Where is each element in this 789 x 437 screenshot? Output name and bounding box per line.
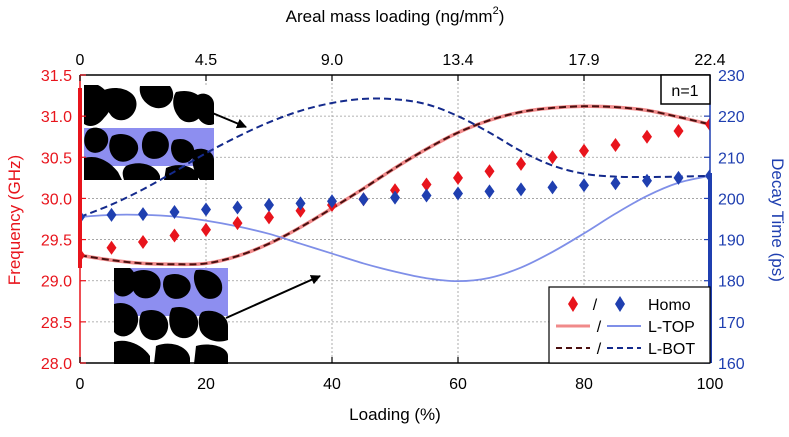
inset-arrow-top [209,111,247,129]
decay-homo-point [516,182,526,197]
legend-row1-separator: / [593,297,598,314]
y-right-tick-label: 180 [718,274,745,291]
sample-count-annotation: n=1 [660,74,711,105]
decay-homo-point [484,184,495,199]
frequency-homo-point [673,123,684,138]
y-right-tick-label: 170 [718,315,745,332]
y-right-tick-label: 160 [718,356,745,373]
legend-lbot-label: L-BOT [648,341,695,358]
frequency-homo-point [201,222,211,237]
legend-blue-diamond-marker [615,296,625,312]
x-bottom-tick-label: 20 [197,376,215,393]
y-right-tick-label: 220 [718,109,745,126]
frequency-homo-point [169,228,180,243]
inset-arrow-bottom [225,275,321,319]
x-top-tick-label: 17.9 [568,52,599,69]
frequency-homo-point [453,170,463,185]
x-top-tick-label: 9.0 [321,52,343,69]
y-left-tick-label: 29.5 [41,233,72,250]
y-right-tick-label: 230 [718,68,745,85]
frequency-homo-point [642,129,652,144]
ticks-layer: 0 20 40 60 80 100 0 4.5 9.0 13.4 17.9 22.4 28.0 28.5 2… [41,52,745,393]
bottom-left-microstructure-inset [114,268,321,364]
frequency-homo-point [138,235,148,250]
frequency-homo-point [484,164,495,179]
frequency-homo-point [232,216,243,231]
x-top-tick-label: 22.4 [694,52,725,69]
y-right-tick-label: 210 [718,150,745,167]
x-bottom-tick-label: 0 [76,376,85,393]
y-left-tick-label: 28.5 [41,315,72,332]
top-left-microstructure-inset [84,85,247,180]
y-left-tick-label: 30.5 [41,150,72,167]
decay-homo-point [642,173,652,188]
decay-lbot-line [80,97,710,218]
frequency-homo-point [610,137,621,152]
frequency-lbot-line [80,105,710,266]
decay-homo-point [138,207,148,222]
x-bottom-tick-label: 40 [323,376,341,393]
sample-count-text: n=1 [671,83,698,100]
x-top-axis-title-superscript: 2 [493,5,499,17]
x-top-tick-label: 13.4 [442,52,473,69]
frequency-homo-point [390,183,400,198]
decay-homo-point [358,192,369,207]
decay-ltop-line [80,174,710,283]
decay-homo-point [547,180,558,195]
y-right-tick-label: 200 [718,191,745,208]
legend-row3-separator: / [597,341,602,358]
frequency-homo-point [579,143,589,158]
x-top-axis-title: Areal mass loading (ng/mm2) [286,5,505,26]
frequency-homo-point [295,203,306,218]
frequency-homo-point [106,240,117,255]
decay-homo-point [579,178,589,193]
x-top-tick-label: 0 [76,52,85,69]
legend: / Homo / L-TOP / L-BOT [548,286,711,364]
x-top-tick-label: 4.5 [195,52,217,69]
x-top-axis-title-main: Areal mass loading (ng/mm [286,7,493,26]
legend-red-diamond-marker [568,296,578,312]
decay-homo-point [610,176,621,191]
y-right-tick-label: 190 [718,233,745,250]
frequency-homo-point [421,177,432,192]
y-left-axis-title: Frequency (GHz) [5,155,24,285]
decay-homo-point [264,198,274,213]
x-bottom-axis-title: Loading (%) [349,405,441,424]
series-layer [80,97,710,283]
frequency-homo-point [516,156,526,171]
decay-homo-point [421,188,432,203]
frequency-homo-point [705,117,710,132]
x-top-axis-title-close: ) [499,7,505,26]
legend-row2-separator: / [597,319,602,336]
decay-homo-point [453,186,463,201]
x-bottom-tick-label: 80 [575,376,593,393]
decay-homo-point [106,207,117,222]
legend-homo-label: Homo [648,297,691,314]
x-bottom-tick-label: 60 [449,376,467,393]
frequency-homo-point [264,210,274,225]
y-left-tick-label: 31.5 [41,68,72,85]
decay-homo-point [673,170,684,185]
decay-homo-point [169,205,180,220]
legend-ltop-label: L-TOP [648,319,695,336]
decay-homo-point [232,200,243,215]
y-right-axis-title: Decay Time (ps) [768,158,787,282]
frequency-homo-point [547,150,558,165]
decay-homo-point [295,196,306,211]
decay-homo-point [201,202,211,217]
decay-homo-point [327,194,337,209]
x-bottom-tick-label: 100 [697,376,724,393]
y-left-tick-label: 30.0 [41,191,72,208]
y-left-tick-label: 31.0 [41,109,72,126]
decay-homo-point [390,190,400,205]
y-left-tick-label: 28.0 [41,356,72,373]
y-left-tick-label: 29.0 [41,274,72,291]
